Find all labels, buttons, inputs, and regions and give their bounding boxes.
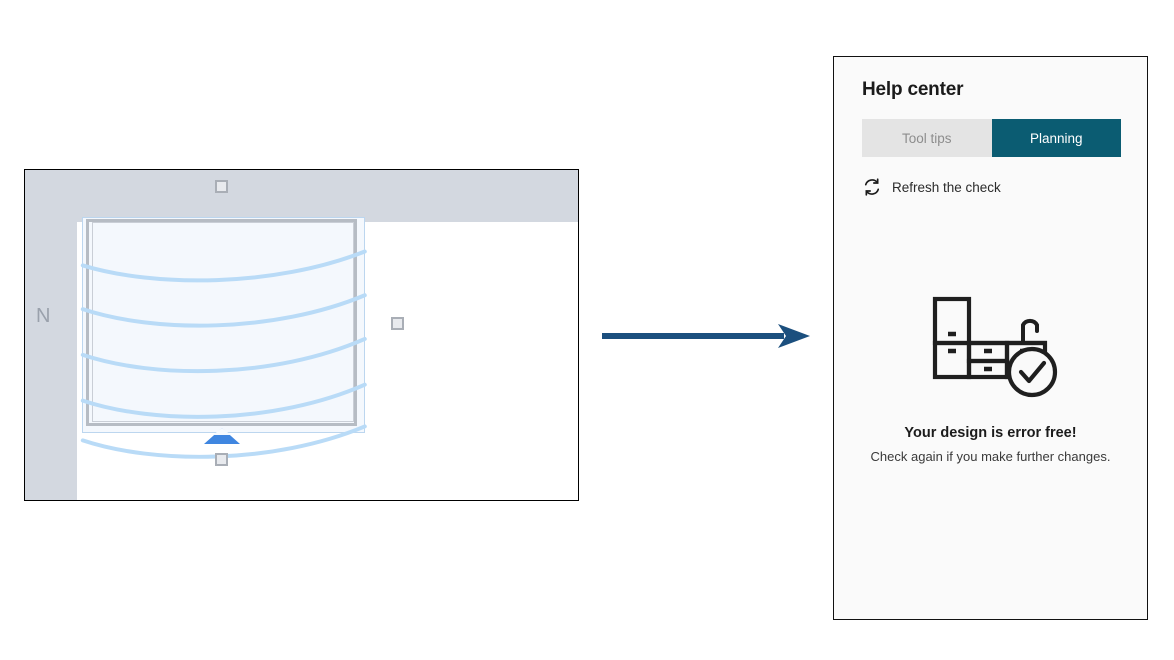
tab-strip: Tool tips Planning (862, 119, 1121, 157)
tab-planning[interactable]: Planning (991, 119, 1121, 157)
wall-nub-right (313, 219, 337, 222)
page-title: Help center (862, 79, 964, 100)
flow-arrow (602, 324, 810, 348)
handle-bottom[interactable] (215, 453, 228, 466)
refresh-icon (862, 177, 882, 197)
wall-nub-left (104, 219, 126, 222)
result-subtext: Check again if you make further changes. (870, 449, 1111, 464)
plan-grey-band-left (25, 170, 77, 500)
check-result-block: Your design is error free! Check again i… (862, 293, 1119, 464)
tab-tool-tips[interactable]: Tool tips (862, 119, 992, 157)
plan-grey-band-top (25, 170, 578, 222)
kitchen-check-illustration (862, 293, 1119, 399)
camera-view-marker-notch (213, 428, 231, 435)
refresh-the-check-button[interactable]: Refresh the check (862, 177, 1119, 197)
room-inner-edge (92, 222, 354, 422)
floorplan-canvas[interactable]: N (24, 169, 579, 501)
handle-right[interactable] (391, 317, 404, 330)
compass-north-label: N (36, 305, 52, 327)
result-headline: Your design is error free! (904, 425, 1077, 441)
handle-top[interactable] (215, 180, 228, 193)
help-center-panel: Help center Tool tips Planning Refresh t… (833, 56, 1148, 620)
refresh-the-check-label: Refresh the check (892, 179, 1001, 195)
